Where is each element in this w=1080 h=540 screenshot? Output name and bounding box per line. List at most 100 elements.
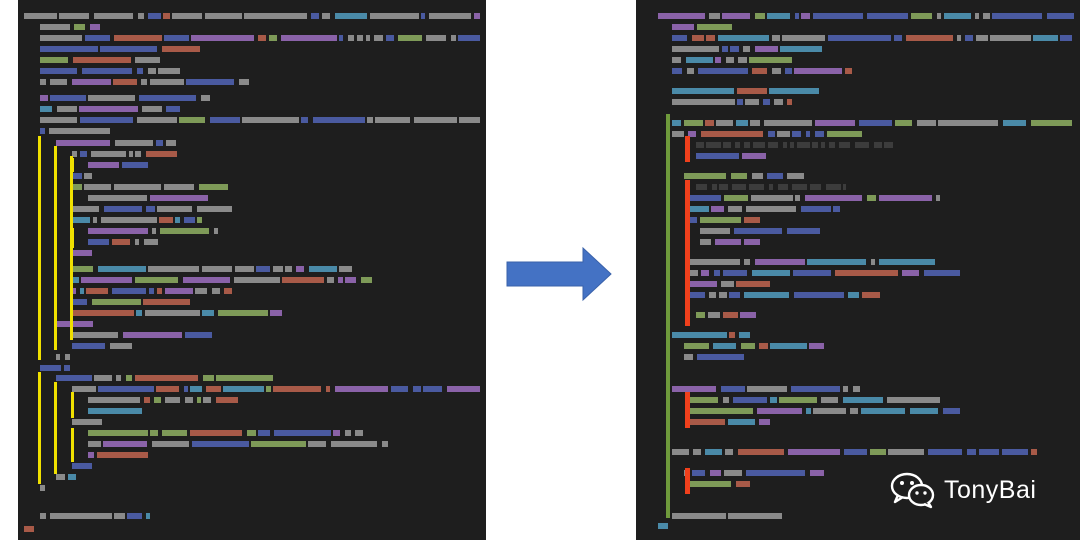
code-token <box>787 173 804 179</box>
code-token <box>917 120 936 126</box>
code-token <box>772 68 781 74</box>
code-token <box>175 217 180 223</box>
code-token <box>1060 35 1072 41</box>
code-token <box>143 299 190 305</box>
code-token <box>148 13 161 19</box>
code-token <box>690 281 717 287</box>
code-token <box>114 184 161 190</box>
code-token <box>146 151 177 157</box>
code-token <box>938 120 998 126</box>
code-token <box>197 206 232 212</box>
code-token <box>115 140 153 146</box>
code-token <box>887 397 940 403</box>
code-token <box>752 173 763 179</box>
code-token <box>129 151 133 157</box>
indent-guide-line <box>71 228 74 248</box>
code-token <box>266 386 271 392</box>
code-token <box>744 259 750 265</box>
code-token <box>967 449 976 455</box>
code-token <box>152 441 189 447</box>
code-token <box>88 239 109 245</box>
code-token <box>692 470 705 476</box>
code-token <box>700 228 730 234</box>
code-token <box>326 386 330 392</box>
code-token <box>692 35 704 41</box>
code-token <box>40 95 48 101</box>
code-token <box>787 99 792 105</box>
code-token <box>810 184 821 190</box>
code-token <box>724 195 748 201</box>
code-token <box>827 131 862 137</box>
code-token <box>1002 449 1028 455</box>
code-token <box>763 99 770 105</box>
code-token <box>158 68 180 74</box>
code-token <box>928 449 962 455</box>
code-token <box>769 88 819 94</box>
code-token <box>701 270 709 276</box>
indent-guide-line <box>54 146 57 350</box>
right-arrow-icon <box>506 246 612 302</box>
code-token <box>88 452 94 458</box>
code-token <box>787 228 820 234</box>
code-token <box>251 441 306 447</box>
code-token <box>723 312 738 318</box>
code-token <box>744 217 760 223</box>
code-token <box>74 24 85 30</box>
code-token <box>40 513 46 519</box>
code-token <box>813 408 846 414</box>
code-token <box>40 68 77 74</box>
code-token <box>150 195 208 201</box>
code-token <box>88 95 135 101</box>
code-token <box>821 397 838 403</box>
code-token <box>697 354 744 360</box>
code-token <box>82 68 132 74</box>
code-token <box>214 228 218 234</box>
code-token <box>458 35 480 41</box>
code-token <box>72 151 77 157</box>
code-token <box>166 140 176 146</box>
code-token <box>24 13 57 19</box>
code-token <box>203 375 214 381</box>
code-token <box>723 142 731 148</box>
code-token <box>72 386 96 392</box>
code-token <box>421 13 425 19</box>
code-token <box>780 46 822 52</box>
code-token <box>72 184 82 190</box>
code-token <box>700 239 711 245</box>
code-token <box>103 441 147 447</box>
code-token <box>190 430 242 436</box>
code-token <box>135 151 141 157</box>
code-token <box>750 120 760 126</box>
code-token <box>86 288 108 294</box>
code-token <box>806 131 810 137</box>
code-token <box>179 117 205 123</box>
code-token <box>459 117 480 123</box>
code-token <box>806 408 811 414</box>
code-token <box>944 13 971 19</box>
code-token <box>706 142 721 148</box>
code-token <box>269 35 277 41</box>
code-token <box>166 106 180 112</box>
code-token <box>72 288 76 294</box>
code-token <box>767 173 783 179</box>
code-token <box>273 266 283 272</box>
code-token <box>474 13 480 19</box>
code-token <box>313 117 365 123</box>
code-token <box>828 35 891 41</box>
code-token <box>870 449 886 455</box>
code-token <box>49 128 110 134</box>
code-token <box>413 386 421 392</box>
code-token <box>270 310 282 316</box>
code-token <box>136 310 142 316</box>
indent-guide-line <box>685 180 690 326</box>
code-token <box>203 397 211 403</box>
code-token <box>285 266 292 272</box>
code-token <box>282 277 324 283</box>
code-token <box>850 408 858 414</box>
code-token <box>335 13 367 19</box>
code-token <box>755 13 765 19</box>
code-token <box>137 68 143 74</box>
code-token <box>202 266 232 272</box>
code-token <box>747 386 787 392</box>
code-token <box>84 173 92 179</box>
